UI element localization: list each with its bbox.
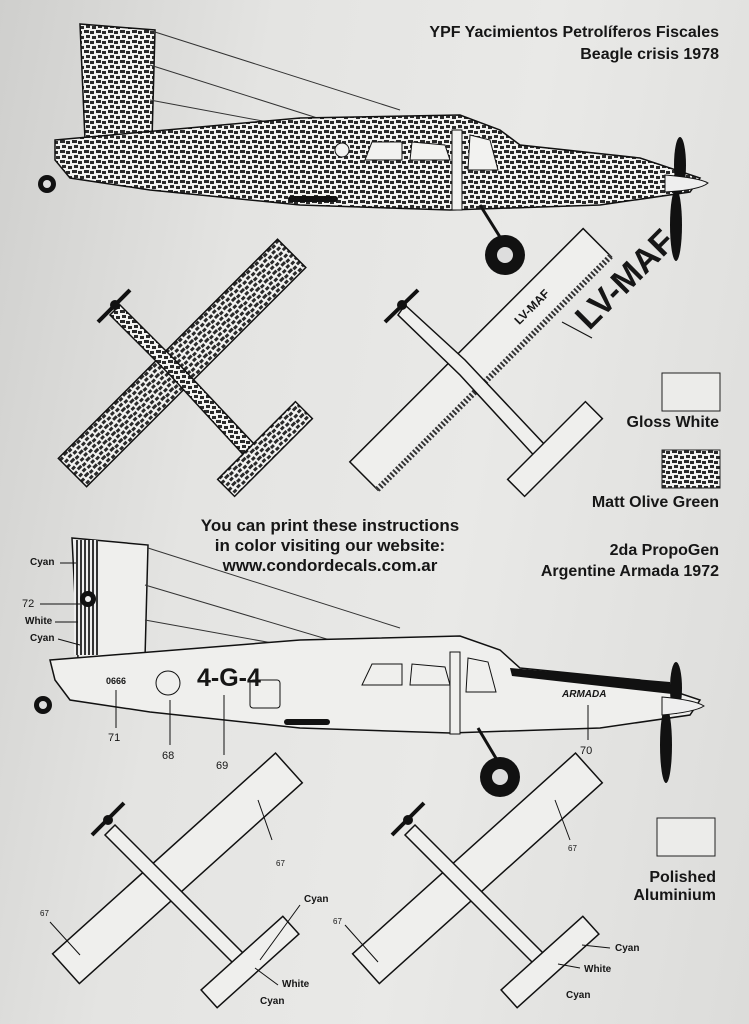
website-note-line2: in color visiting our website: bbox=[214, 536, 446, 555]
scheme2-serial: 0666 bbox=[106, 676, 127, 686]
planform-left-scheme2 bbox=[49, 752, 304, 1009]
right-callout-cyan: Cyan bbox=[615, 943, 640, 954]
scheme2-title: 2da PropoGen bbox=[609, 542, 719, 559]
callout-70: 70 bbox=[580, 745, 593, 757]
aluminium-swatch bbox=[656, 817, 716, 857]
callout-68: 68 bbox=[162, 750, 175, 762]
callout-cyan-top: Cyan bbox=[30, 557, 55, 568]
callout-69: 69 bbox=[216, 760, 229, 772]
left-callout-67-b: 67 bbox=[276, 859, 285, 868]
left-callout-white: White bbox=[282, 979, 310, 990]
scheme2-code: 4-G-4 bbox=[197, 664, 261, 692]
callout-71: 71 bbox=[108, 732, 121, 744]
scheme2-fuselage-text: ARMADA bbox=[562, 689, 607, 700]
legend-polished-line1: Polished bbox=[649, 869, 716, 886]
callout-white: White bbox=[25, 616, 53, 627]
bottom-view-scheme1 bbox=[348, 227, 613, 498]
top-view-scheme1 bbox=[57, 238, 314, 498]
website-note-line1: You can print these instructions bbox=[200, 516, 460, 535]
gloss-white-swatch bbox=[661, 372, 721, 412]
legend-polished-line2: Aluminium bbox=[633, 887, 716, 904]
side-view-scheme1 bbox=[38, 23, 709, 275]
right-callout-white: White bbox=[584, 964, 612, 975]
left-callout-cyan-bottom: Cyan bbox=[260, 996, 285, 1007]
right-callout-cyan-bottom: Cyan bbox=[566, 990, 591, 1001]
left-callout-cyan: Cyan bbox=[304, 894, 329, 905]
left-callout-67-a: 67 bbox=[40, 909, 49, 918]
right-callout-67-b: 67 bbox=[568, 844, 577, 853]
website-url[interactable]: www.condordecals.com.ar bbox=[222, 556, 438, 575]
planform-right-scheme2 bbox=[344, 752, 611, 1009]
side-view-scheme2 bbox=[34, 537, 705, 797]
callout-72: 72 bbox=[22, 598, 35, 610]
olive-green-swatch bbox=[661, 449, 721, 489]
scheme1-subtitle: Beagle crisis 1978 bbox=[580, 46, 719, 63]
scheme1-title: YPF Yacimientos Petrolíferos Fiscales bbox=[429, 24, 719, 41]
scheme2-subtitle: Argentine Armada 1972 bbox=[540, 563, 719, 580]
legend-matt-olive-green: Matt Olive Green bbox=[591, 494, 719, 511]
right-callout-67-a: 67 bbox=[333, 917, 342, 926]
legend-gloss-white: Gloss White bbox=[626, 414, 719, 431]
callout-cyan-bottom: Cyan bbox=[30, 633, 55, 644]
